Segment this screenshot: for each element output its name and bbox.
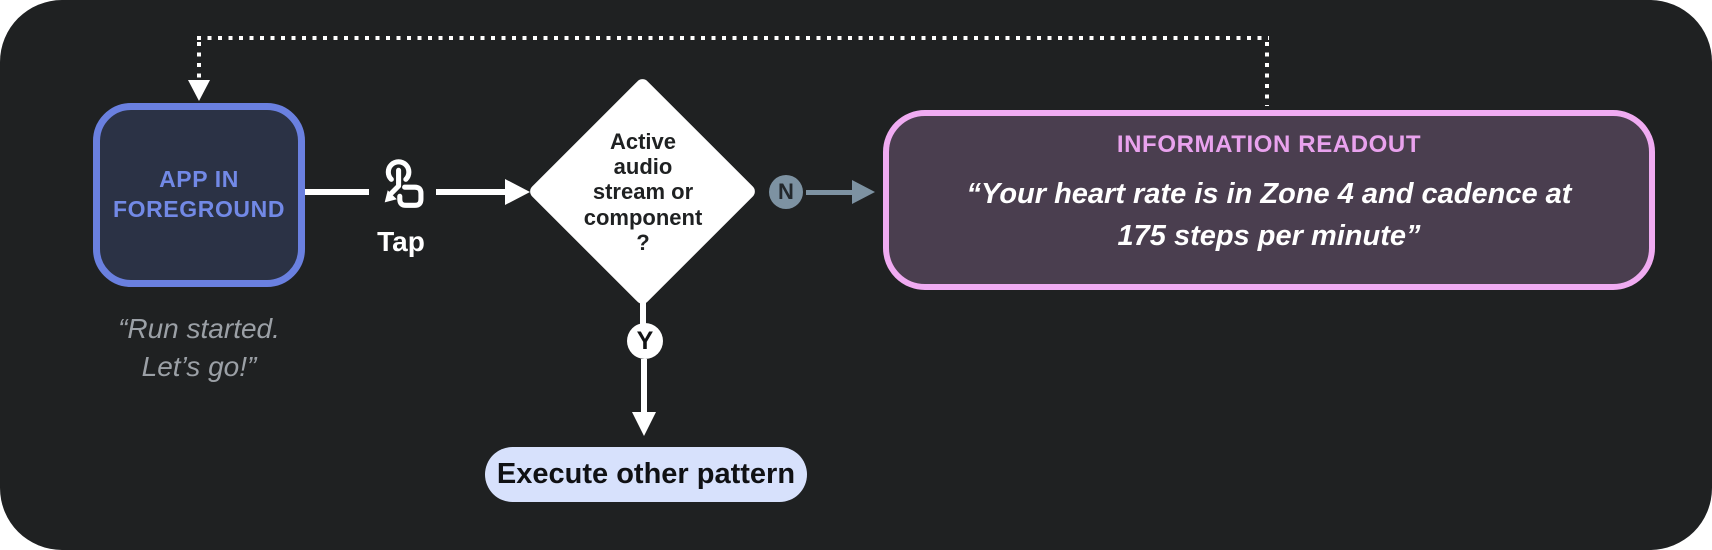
feedback-loop-right-vertical-dotted-line (1265, 42, 1269, 106)
flow-line-app-to-tap (305, 189, 369, 195)
no-branch-badge-label: N (778, 179, 794, 204)
no-branch-badge: N (769, 175, 803, 209)
tap-label: Tap (377, 226, 425, 257)
flow-line-tap-to-decision (436, 189, 509, 195)
no-branch-arrowhead (852, 180, 875, 204)
right-arrowhead-into-decision (505, 179, 530, 205)
yes-branch-badge-label: Y (636, 326, 654, 355)
feedback-loop-left-vertical-dotted-line (197, 42, 201, 78)
feedback-loop-horizontal-dotted-line (197, 36, 1269, 40)
information-readout-node: INFORMATION READOUT “Your heart rate is … (883, 110, 1655, 290)
tap-gesture-icon (372, 157, 430, 220)
app-in-foreground-label: APP IN FOREGROUND (112, 166, 286, 222)
feedback-loop-down-arrowhead (188, 80, 210, 101)
yes-branch-down-arrowhead (632, 412, 656, 436)
app-in-foreground-node: APP IN FOREGROUND (93, 103, 305, 287)
app-voice-caption: “Run started. Let’s go!” (118, 313, 280, 382)
execute-other-pattern-node: Execute other pattern (485, 447, 807, 502)
execute-other-pattern-label: Execute other pattern (496, 458, 796, 490)
flow-line-decision-to-yes-badge (640, 296, 646, 326)
flow-line-yes-branch (641, 359, 647, 413)
information-readout-quote: “Your heart rate is in Zone 4 and cadenc… (966, 178, 1572, 253)
flow-line-no-branch (806, 190, 854, 195)
information-readout-title: INFORMATION READOUT (1116, 131, 1422, 158)
decision-diamond-label: Active audio stream or component ? (583, 129, 703, 255)
yes-branch-badge: Y (627, 323, 663, 359)
